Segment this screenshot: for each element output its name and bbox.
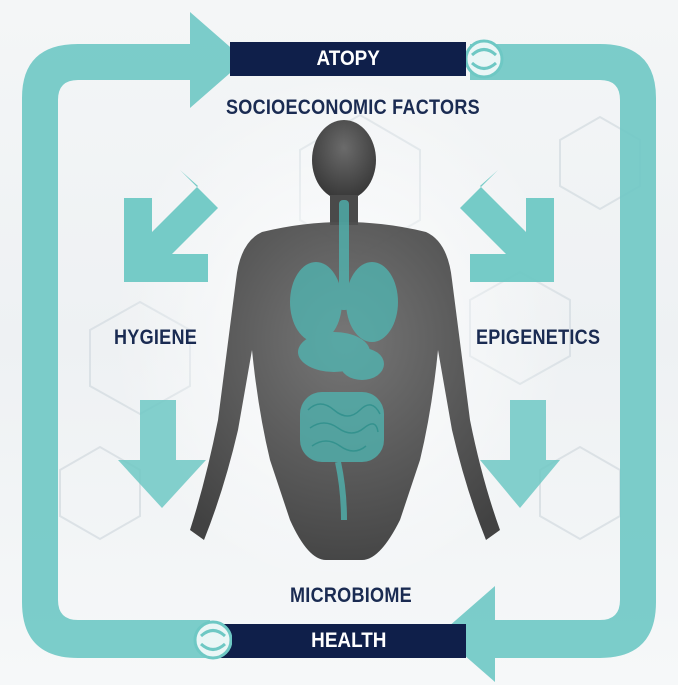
atopy-label: ATOPY — [316, 42, 379, 76]
health-label: HEALTH — [311, 624, 386, 658]
circular-logo-icon — [195, 622, 231, 658]
hygiene-label: HYGIENE — [114, 326, 197, 350]
socioeconomic-factors-label: SOCIOECONOMIC FACTORS — [226, 96, 480, 120]
health-banner: HEALTH — [232, 624, 466, 658]
microbiome-label: MICROBIOME — [290, 584, 412, 608]
epigenetics-label: EPIGENETICS — [476, 326, 600, 350]
atopy-banner: ATOPY — [230, 42, 466, 76]
circular-logo-icon — [466, 41, 502, 77]
